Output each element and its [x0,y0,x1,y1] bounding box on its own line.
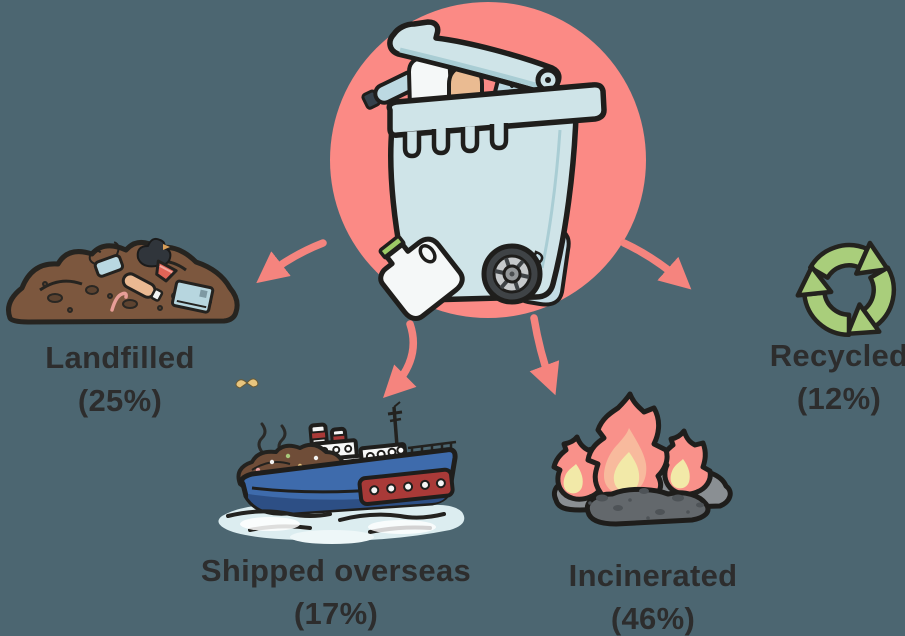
shipped-overseas-percent: (17%) [293,596,379,631]
bin-wheel [481,243,544,305]
cargo-ship-icon [218,401,465,544]
recycle-icon [789,243,905,347]
trash-bin-icon [330,2,646,322]
incinerated-label-text: Incinerated [568,558,738,593]
crow-icon [136,237,172,268]
milk-jug [378,234,465,322]
landfilled-label-text: Landfilled [45,340,195,375]
recycled-percent: (12%) [796,381,882,416]
butterfly-icon [235,378,259,389]
arrow-to-shipped-overseas [383,320,417,398]
fire-icon [551,391,733,527]
shipped-overseas-label-text: Shipped overseas [200,553,472,588]
recycled-label: Recycled (12%) [739,334,905,420]
shipped-overseas-label: Shipped overseas (17%) [176,549,496,635]
arrow-to-recycled [620,239,692,290]
arrow-to-incinerated [529,314,560,396]
arrow-to-landfilled [256,239,327,284]
landfilled-percent: (25%) [77,383,163,418]
recycled-label-text: Recycled [769,338,905,373]
landfill-icon [6,237,240,325]
landfilled-label: Landfilled (25%) [0,336,240,422]
incinerated-percent: (46%) [610,601,696,636]
incinerated-label: Incinerated (46%) [523,554,783,636]
